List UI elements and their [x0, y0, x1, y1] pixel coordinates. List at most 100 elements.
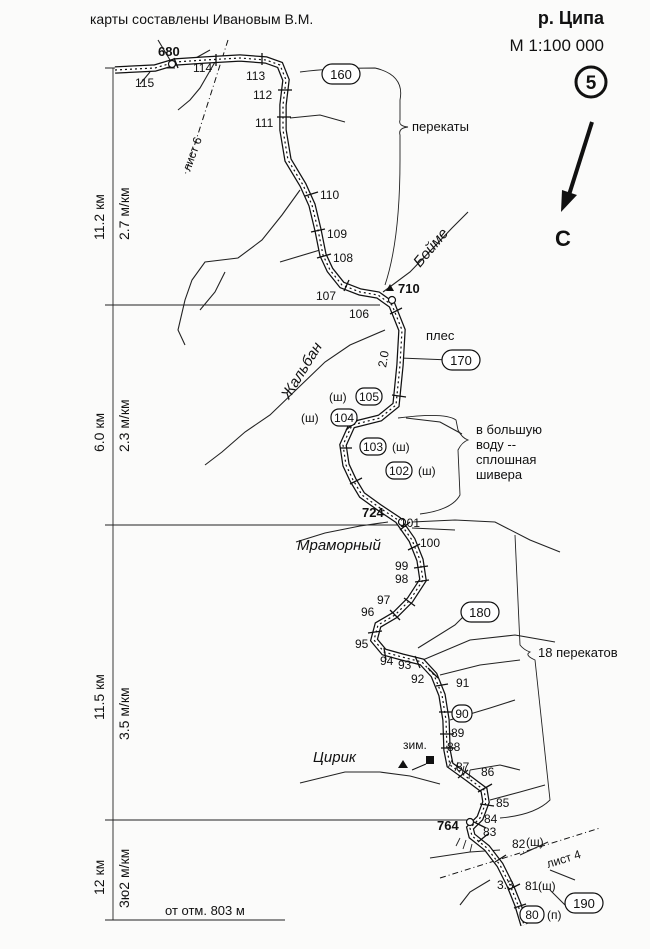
winter-hut-label: зим. [403, 738, 427, 752]
mark-sh-105: (ш) [329, 390, 347, 404]
author-credit: карты составлены Ивановым В.М. [90, 11, 313, 27]
km-97: 97 [377, 593, 391, 607]
river-title: р. Ципа [538, 8, 605, 28]
km-113: 113 [246, 69, 265, 83]
km-95: 95 [355, 637, 369, 651]
km-ticks [173, 53, 527, 909]
segment-2-distance: 6.0 км [91, 413, 107, 452]
km-94: 94 [380, 654, 394, 668]
km-104: 104 [334, 411, 354, 425]
note-flood-line-4: шивера [476, 467, 523, 482]
mark-sh-102: (ш) [418, 464, 436, 478]
km-114: 114 [193, 61, 212, 75]
km-109: 109 [327, 227, 347, 241]
km-107: 107 [316, 289, 336, 303]
km-100: 100 [420, 536, 440, 550]
camp-triangle-icon [398, 760, 408, 768]
camp-triangle-icon [386, 284, 394, 291]
elevation-points [167, 59, 475, 827]
current-speed-2: 2.0 [375, 349, 392, 368]
bearing-190-marker [564, 892, 604, 914]
km-89: 89 [451, 726, 465, 740]
mark-p-80: (п) [547, 908, 562, 922]
bearing-190: 190 [573, 896, 595, 911]
km-112: 112 [253, 88, 272, 102]
segment-1-slope: 2.7 м/км [116, 187, 132, 240]
km-91: 91 [456, 676, 470, 690]
km-110: 110 [320, 188, 339, 202]
km-90-marker [451, 704, 473, 723]
mark-sh-104: (ш) [301, 411, 319, 425]
note-flood-line-3: сплошная [476, 452, 536, 467]
note-18-rifts: 18 перекатов [538, 645, 618, 660]
km-98: 98 [395, 572, 409, 586]
km-105-marker [355, 387, 383, 406]
distance-scale [105, 67, 468, 921]
note-reach: плес [426, 328, 455, 343]
segment-2-slope: 2.3 м/км [116, 399, 132, 452]
elevation-724: 724 [362, 505, 384, 520]
bearing-170: 170 [450, 353, 472, 368]
km-101: 101 [400, 516, 420, 530]
segment-4-slope: 3ю2 м/км [116, 849, 132, 908]
km-88: 88 [447, 740, 461, 754]
sheet-4-boundary [439, 827, 601, 879]
current-speed-3: 3.3 [497, 878, 514, 892]
km-102: 102 [389, 464, 409, 478]
km-85: 85 [496, 796, 510, 810]
tributary-tsirik: Цирик [313, 749, 357, 766]
winter-hut-pointer [411, 763, 427, 771]
km-102-marker [385, 461, 413, 480]
km-108: 108 [333, 251, 353, 265]
note-flood-line-1: в большую [476, 422, 542, 437]
bearing-180: 180 [469, 605, 491, 620]
tributary-boime: Бойме [410, 225, 452, 270]
sheet-6-label: лист 6 [180, 135, 205, 173]
north-label: С [555, 226, 571, 251]
bearing-180-marker [460, 601, 500, 623]
km-96: 96 [361, 605, 375, 619]
km-103-marker [359, 437, 387, 456]
km-83: 83 [483, 825, 497, 839]
segment-3-distance: 11.5 км [91, 674, 107, 720]
km-84: 84 [484, 812, 498, 826]
elevation-680: 680 [158, 44, 180, 59]
mark-sh-81: (ш) [538, 879, 556, 893]
km-80: 80 [525, 908, 539, 922]
river-channel [114, 54, 528, 927]
tributary-zhalban: Жальбан [277, 339, 325, 403]
km-87: 87 [456, 760, 470, 774]
elevation-764: 764 [437, 818, 459, 833]
km-104-marker [330, 408, 358, 427]
tributary-mramorny: Мраморный [297, 537, 381, 554]
note-rifts: перекаты [412, 119, 469, 134]
bearing-160: 160 [330, 67, 352, 82]
km-80-marker [519, 905, 545, 924]
km-115: 115 [135, 76, 154, 90]
sheet-number: 5 [586, 73, 597, 94]
km-90: 90 [455, 707, 469, 721]
note-flood-line-2: воду -- [476, 437, 516, 452]
segment-3-slope: 3.5 м/км [116, 687, 132, 740]
rapids-hatching [447, 759, 473, 853]
sheet-6-boundary [184, 39, 229, 176]
km-99: 99 [395, 559, 409, 573]
km-92: 92 [411, 672, 425, 686]
elevation-710: 710 [398, 281, 420, 296]
map-scale: М 1:100 000 [509, 36, 604, 55]
bearing-170-marker [441, 349, 481, 371]
km-81: 81 [525, 879, 539, 893]
winter-hut-icon [426, 756, 434, 764]
start-elevation-note: от отм. 803 м [165, 903, 245, 918]
bearing-160-marker [321, 63, 361, 85]
km-82: 82 [512, 837, 526, 851]
segment-1-distance: 11.2 км [91, 194, 107, 240]
km-93: 93 [398, 658, 412, 672]
km-106: 106 [349, 307, 369, 321]
km-86: 86 [481, 765, 495, 779]
km-111: 111 [255, 116, 274, 130]
north-arrow-icon [561, 121, 594, 212]
sheet-number-circle [574, 65, 608, 99]
